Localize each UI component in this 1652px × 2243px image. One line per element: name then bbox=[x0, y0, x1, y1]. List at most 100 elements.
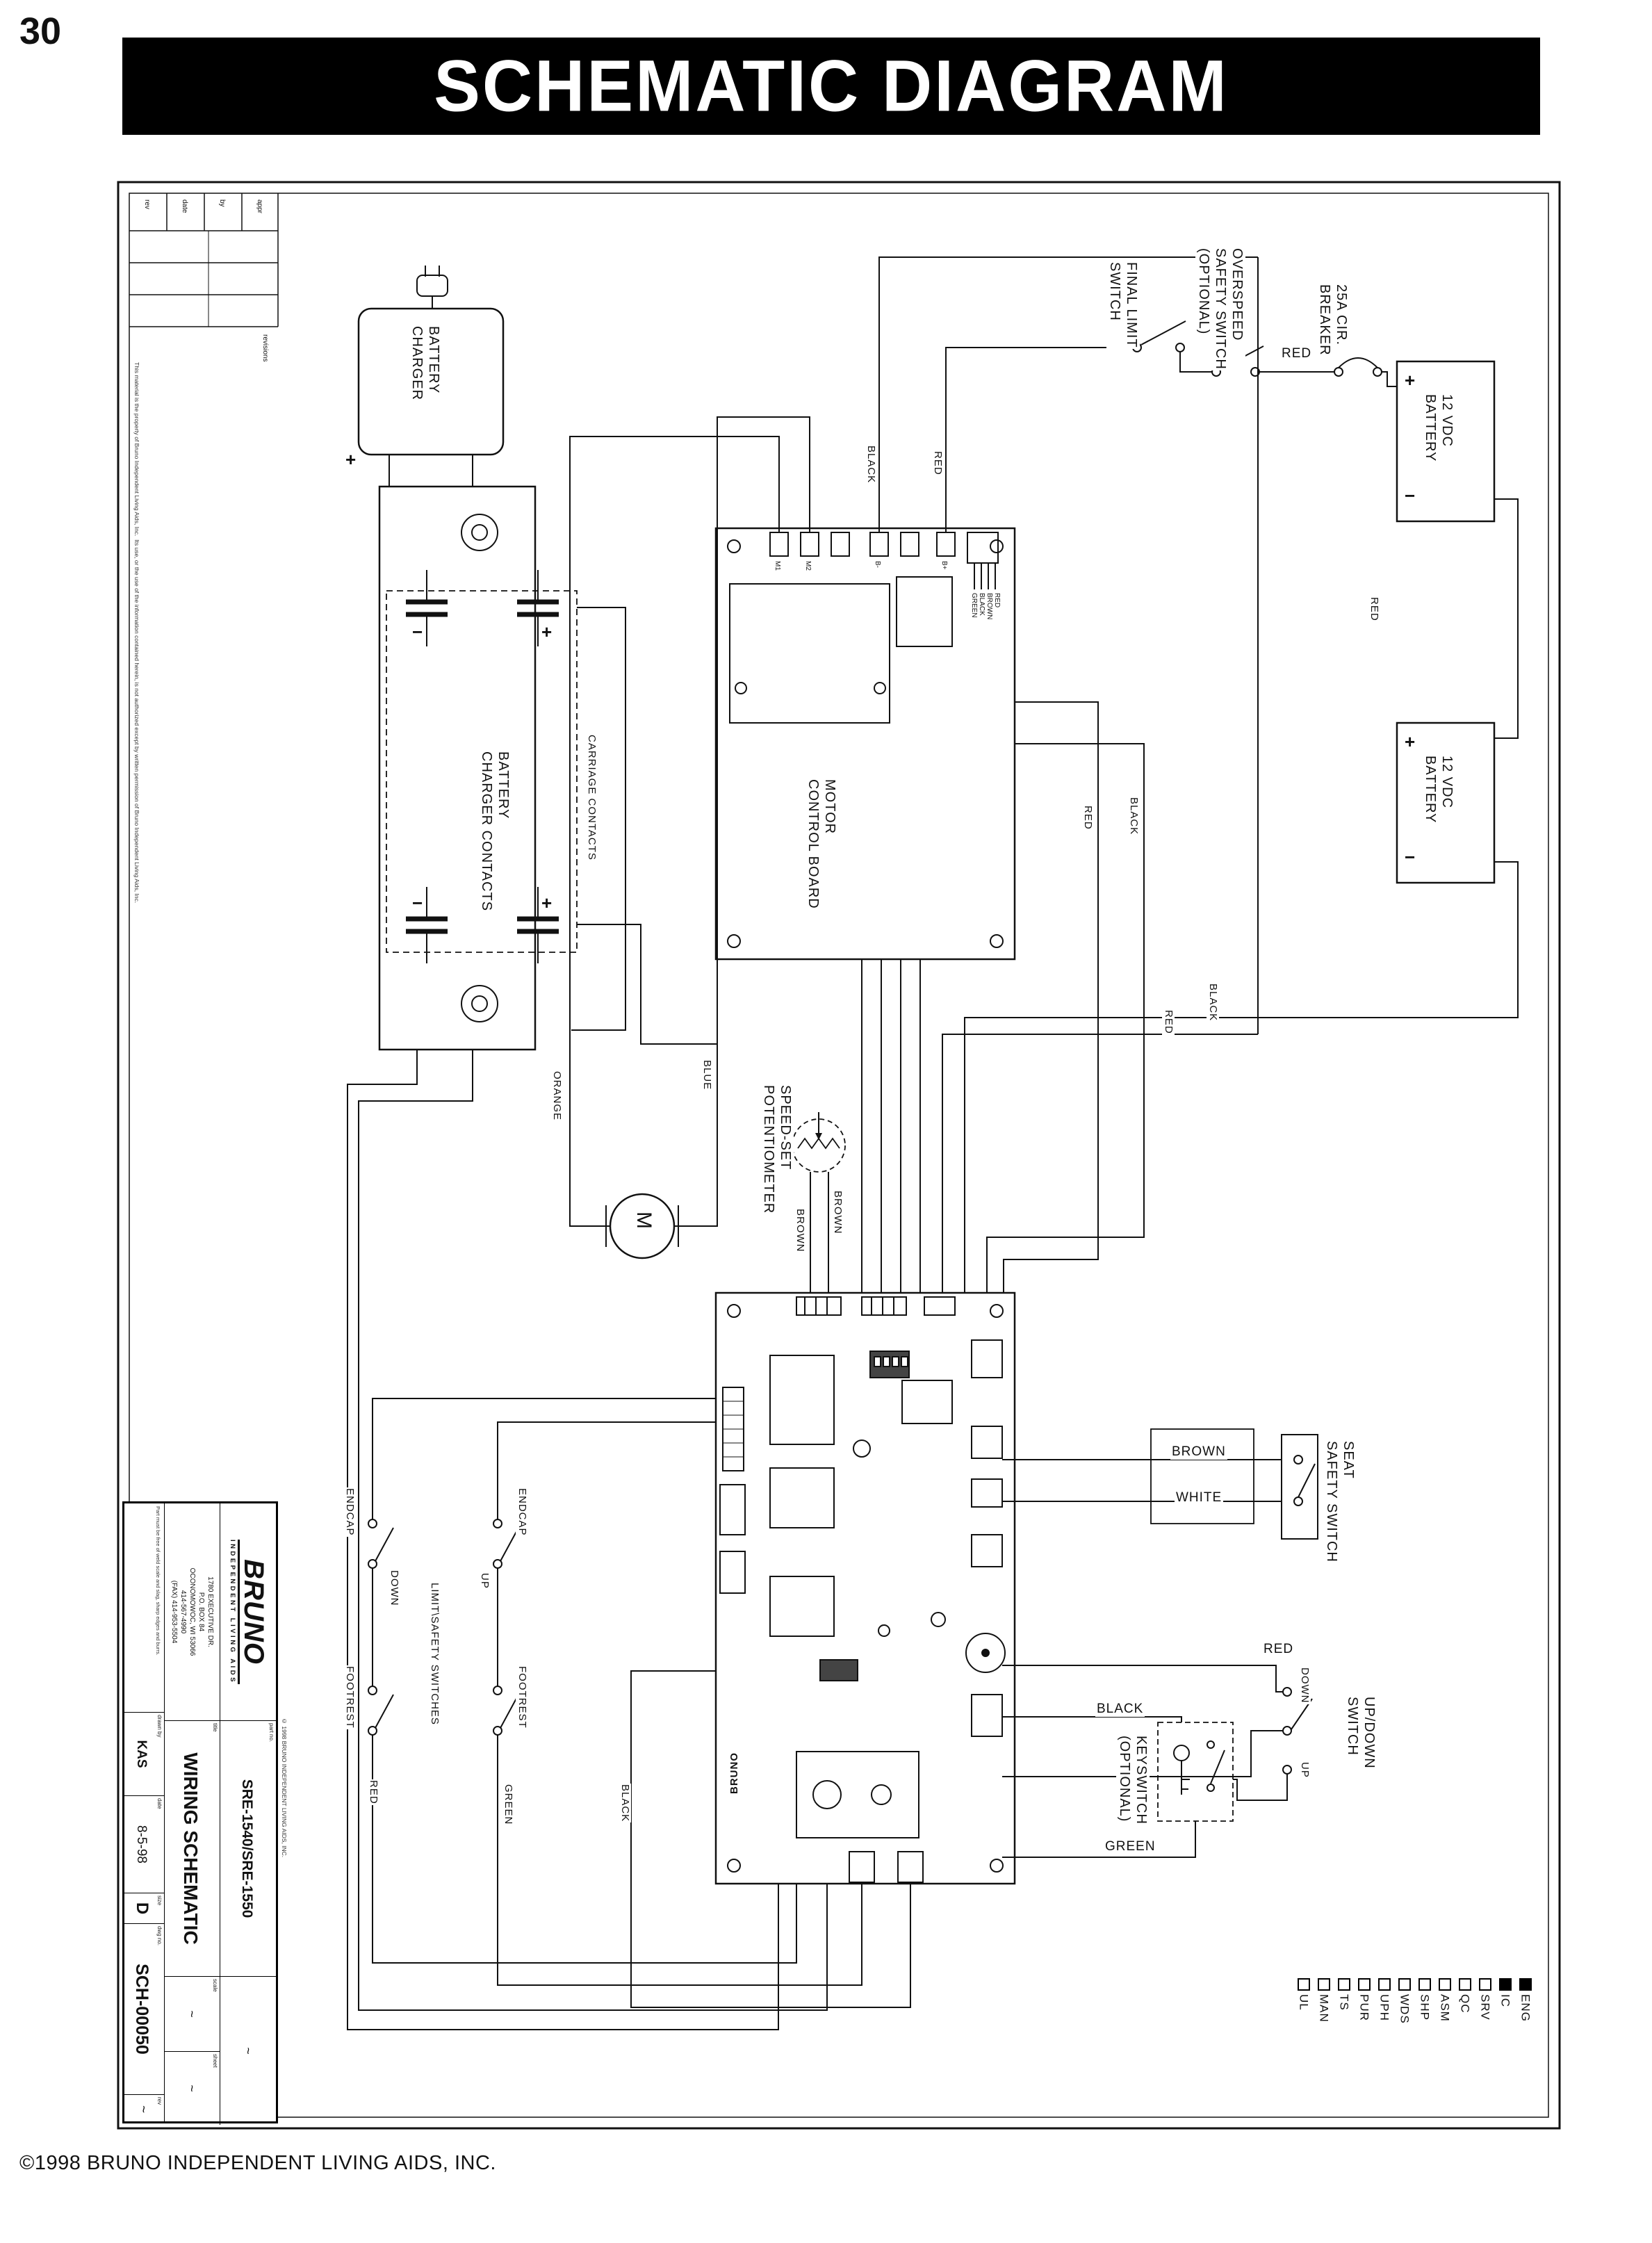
legend-item-asm: ASM bbox=[1435, 1978, 1454, 2095]
wires bbox=[347, 256, 1519, 2030]
legend-label: UPH bbox=[1377, 1994, 1391, 2021]
legend-label: PUR bbox=[1357, 1994, 1371, 2021]
control-pcb-symbol bbox=[714, 1291, 1016, 1885]
footrest-up-label: FOOTREST bbox=[516, 1665, 528, 1729]
checkbox-srv bbox=[1478, 1978, 1491, 1991]
battery2-plus-sign: + bbox=[1404, 731, 1416, 752]
legend-item-uph: UPH bbox=[1375, 1978, 1393, 2095]
overspeed-switch-label: OVERSPEED SAFETY SWITCH (OPTIONAL) bbox=[1195, 247, 1245, 370]
scale-value: ~ bbox=[185, 2010, 199, 2018]
bruno-logo-word: BRUNO bbox=[238, 1559, 269, 1665]
legend-label: SRV bbox=[1478, 1994, 1492, 2021]
copyright-footer: ©1998 BRUNO INDEPENDENT LIVING AIDS, INC… bbox=[19, 2152, 496, 2174]
rev-col-date: date bbox=[180, 199, 188, 214]
terminal-m2-label: M2 bbox=[803, 560, 812, 571]
title-block: BRUNO INDEPENDENT LIVING AIDS part no. S… bbox=[122, 1501, 278, 2125]
battery1-minus-sign: − bbox=[1404, 485, 1416, 506]
sheet-field-label: sheet bbox=[212, 2054, 218, 2068]
endcap-up-label: ENDCAP bbox=[516, 1487, 528, 1537]
contact-minus-top-left: − bbox=[411, 621, 424, 642]
checkbox-uph bbox=[1377, 1978, 1391, 1991]
switch-down-label: DOWN bbox=[1298, 1667, 1311, 1704]
legend-item-qc: QC bbox=[1455, 1978, 1474, 2095]
revision-table bbox=[129, 193, 279, 327]
date-cell: date 8-5-98 bbox=[122, 1795, 165, 1893]
footrest-down-label: FOOTREST bbox=[343, 1665, 356, 1729]
top-switch-chain bbox=[1132, 320, 1397, 387]
down-label: DOWN bbox=[388, 1569, 400, 1607]
up-down-switch-label: UP/DOWN SWITCH bbox=[1344, 1696, 1377, 1770]
wire-label-red-battery: RED bbox=[1368, 596, 1380, 622]
legend-label: ENG bbox=[1519, 1994, 1532, 2022]
side-copyright: © 1998 BRUNO INDEPENDENT LIVING AIDS, IN… bbox=[281, 1718, 288, 1858]
rev-cell: rev ~ bbox=[122, 2094, 165, 2123]
legend-label: MAN bbox=[1317, 1994, 1331, 2023]
contact-minus-bottom-left: − bbox=[411, 892, 424, 913]
size-cell: size D bbox=[122, 1893, 165, 1923]
checkbox-ic bbox=[1498, 1978, 1512, 1991]
scale-cell: scale ~ bbox=[165, 1976, 220, 2051]
wire-label-red-return: RED bbox=[1162, 1009, 1175, 1035]
rev-table-title: revisions bbox=[261, 334, 269, 363]
wire-label-red-top: RED bbox=[1280, 346, 1314, 361]
checkbox-eng bbox=[1519, 1978, 1532, 1991]
battery-charger-symbol bbox=[357, 266, 505, 487]
rev-col-by: by bbox=[218, 199, 226, 208]
legend-item-wds: WDS bbox=[1395, 1978, 1414, 2095]
date-value: 8-5-98 bbox=[134, 1825, 149, 1863]
wire-label-black-key: BLACK bbox=[1095, 1702, 1145, 1717]
dwg-no-cell: dwg no. SCH-00050 bbox=[122, 1923, 165, 2094]
battery-1-label: 12 VDC BATTERY bbox=[1422, 393, 1455, 463]
wire-label-blue: BLUE bbox=[701, 1059, 713, 1091]
wire-label-black-board: BLACK bbox=[1127, 797, 1140, 836]
sheet-frame bbox=[117, 181, 1561, 2130]
battery2-minus-sign: − bbox=[1404, 847, 1416, 867]
part-number-cell: part no. SRE-1540/SRE-1550 bbox=[220, 1720, 276, 1976]
up-label: UP bbox=[478, 1572, 491, 1590]
checkbox-pur bbox=[1357, 1978, 1371, 1991]
checkbox-wds bbox=[1398, 1978, 1411, 1991]
legend-label: SHP bbox=[1418, 1994, 1432, 2021]
distribution-legend: ENG IC SRV QC ASM SHP WDS UPH PUR TS MAN… bbox=[1290, 1978, 1535, 2095]
sheet-value: ~ bbox=[185, 2085, 199, 2092]
motor-label: M bbox=[632, 1212, 655, 1230]
seat-safety-switch-label: SEAT SAFETY SWITCH bbox=[1323, 1440, 1357, 1563]
wire-label-brown-pot-r: BROWN bbox=[831, 1190, 844, 1235]
wire-label-green-left: GREEN bbox=[502, 1784, 514, 1826]
wire-label-white-seat: WHITE bbox=[1175, 1490, 1224, 1506]
part-number-field-label: part no. bbox=[268, 1723, 275, 1743]
rev-col-rev: rev bbox=[142, 199, 151, 210]
checkbox-asm bbox=[1438, 1978, 1451, 1991]
legend-item-eng: ENG bbox=[1516, 1978, 1535, 2095]
bruno-logo: BRUNO INDEPENDENT LIVING AIDS bbox=[220, 1503, 276, 1720]
wire-label-black-b: BLACK bbox=[865, 445, 877, 484]
battery-charger-contacts-label: BATTERY CHARGER CONTACTS bbox=[478, 751, 512, 913]
final-limit-switch-label: FINAL LIMIT SWITCH bbox=[1106, 261, 1140, 349]
checkbox-man bbox=[1317, 1978, 1330, 1991]
wire-label-black-return: BLACK bbox=[1207, 983, 1219, 1022]
pcb-brand-label: BRUNO bbox=[728, 1752, 741, 1795]
checkbox-qc bbox=[1458, 1978, 1471, 1991]
up-down-switch-symbol bbox=[1282, 1687, 1313, 1775]
bruno-logo-tagline: INDEPENDENT LIVING AIDS bbox=[229, 1540, 240, 1684]
battery-charger-label: BATTERY CHARGER bbox=[409, 325, 442, 402]
misc-cell: ~ bbox=[220, 1976, 276, 2125]
limit-safety-switches-label: LIMIT\SAFETY SWITCHES bbox=[428, 1582, 441, 1726]
legend-label: TS bbox=[1337, 1994, 1351, 2011]
battery1-plus-sign: + bbox=[1404, 370, 1416, 391]
terminal-m1-label: M1 bbox=[773, 560, 781, 571]
legend-item-ic: IC bbox=[1496, 1978, 1514, 2095]
keyswitch-label: KEYSWITCH (OPTIONAL) bbox=[1116, 1735, 1150, 1825]
drawing-title: WIRING SCHEMATIC bbox=[180, 1752, 202, 1945]
drawn-by-field-label: drawn by bbox=[156, 1715, 163, 1738]
dwg-no-field-label: dwg no. bbox=[156, 1926, 163, 1946]
wire-label-red-board: RED bbox=[1081, 805, 1094, 831]
date-field-label: date bbox=[156, 1798, 163, 1809]
page-title: SCHEMATIC DIAGRAM bbox=[434, 44, 1229, 127]
charger-contacts-symbol bbox=[378, 485, 578, 1051]
wire-label-red-updown: RED bbox=[1262, 1642, 1295, 1657]
charger-plus-sign: + bbox=[345, 449, 357, 470]
rev-field-label: rev bbox=[156, 2097, 163, 2105]
wire-label-green-key: GREEN bbox=[1104, 1839, 1157, 1854]
